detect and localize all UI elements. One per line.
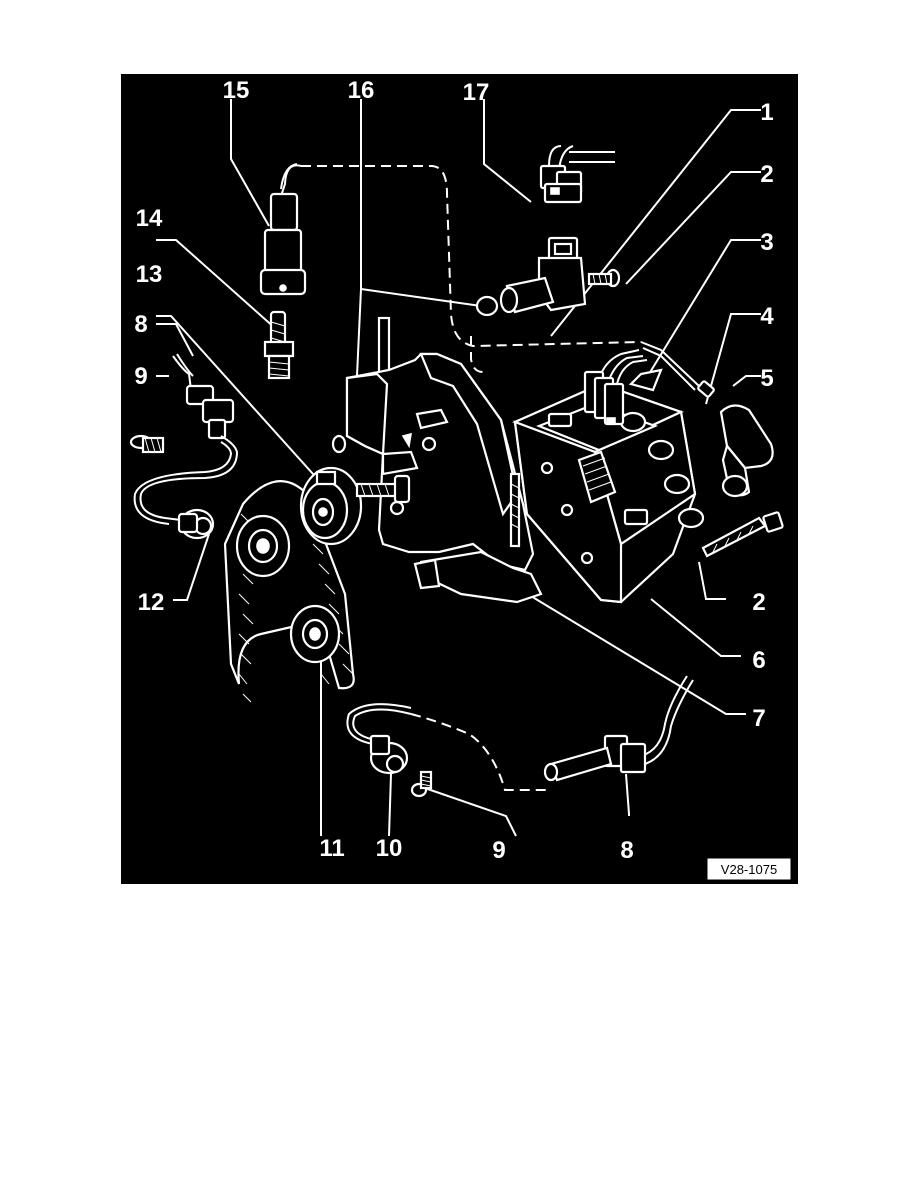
callout-6: 6 <box>752 647 765 674</box>
ignition-coil-pack <box>512 368 705 604</box>
callout-7: 7 <box>752 705 765 732</box>
callout-15: 15 <box>223 77 250 104</box>
coil-connector-lead <box>583 349 648 426</box>
spark-plug-connector <box>719 404 774 498</box>
chain-sprocket-upper <box>235 514 291 578</box>
callout-17: 17 <box>463 79 490 106</box>
sensor-bolt-long <box>701 511 784 558</box>
coil-bracket <box>345 316 543 604</box>
cable-routes <box>301 165 642 791</box>
exploded-view-drawing: 1 2 2 3 4 5 6 7 8 8 9 9 10 11 12 13 14 1… <box>129 77 792 881</box>
oxygen-sensor <box>259 163 307 296</box>
mounting-bolt <box>355 474 411 504</box>
callout-2: 2 <box>760 161 773 188</box>
sensor-connector <box>539 145 615 204</box>
camshaft-sensor <box>499 236 587 314</box>
callout-14: 14 <box>136 205 163 232</box>
mounting-bolt-upper <box>129 434 165 454</box>
callout-11: 11 <box>319 835 344 862</box>
callout-4: 4 <box>760 303 774 330</box>
mounting-bolt-lower <box>410 770 433 798</box>
knock-sensor-1 <box>133 353 239 540</box>
callout-9-upper: 9 <box>134 363 147 390</box>
chain-sprocket-lower <box>289 604 341 664</box>
sensor-bolt <box>587 268 621 288</box>
callout-2-lower: 2 <box>752 589 765 616</box>
callout-5: 5 <box>760 365 773 392</box>
knock-sensor-2 <box>346 703 412 775</box>
callout-3: 3 <box>760 229 773 256</box>
callout-8-upper: 8 <box>134 311 147 338</box>
callout-10: 10 <box>376 835 403 862</box>
callout-labels: 1 2 2 3 4 5 6 7 8 8 9 9 10 11 12 13 14 1… <box>134 77 774 864</box>
engine-speed-sensor <box>543 675 694 782</box>
callout-9-lower: 9 <box>492 837 505 864</box>
reference-box: V28-1075 <box>706 857 792 881</box>
ignition-wire <box>640 341 715 398</box>
leader-lines <box>156 99 761 837</box>
reference-code: V28-1075 <box>721 862 777 877</box>
callout-12: 12 <box>138 589 165 616</box>
callout-1: 1 <box>760 99 773 126</box>
callout-8-lower: 8 <box>620 837 633 864</box>
spark-plug <box>263 310 295 380</box>
callout-13: 13 <box>136 261 163 288</box>
chain-sprocket <box>299 466 363 546</box>
diagram-panel: 1 2 2 3 4 5 6 7 8 8 9 9 10 11 12 13 14 1… <box>121 74 798 884</box>
callout-16: 16 <box>348 77 375 104</box>
